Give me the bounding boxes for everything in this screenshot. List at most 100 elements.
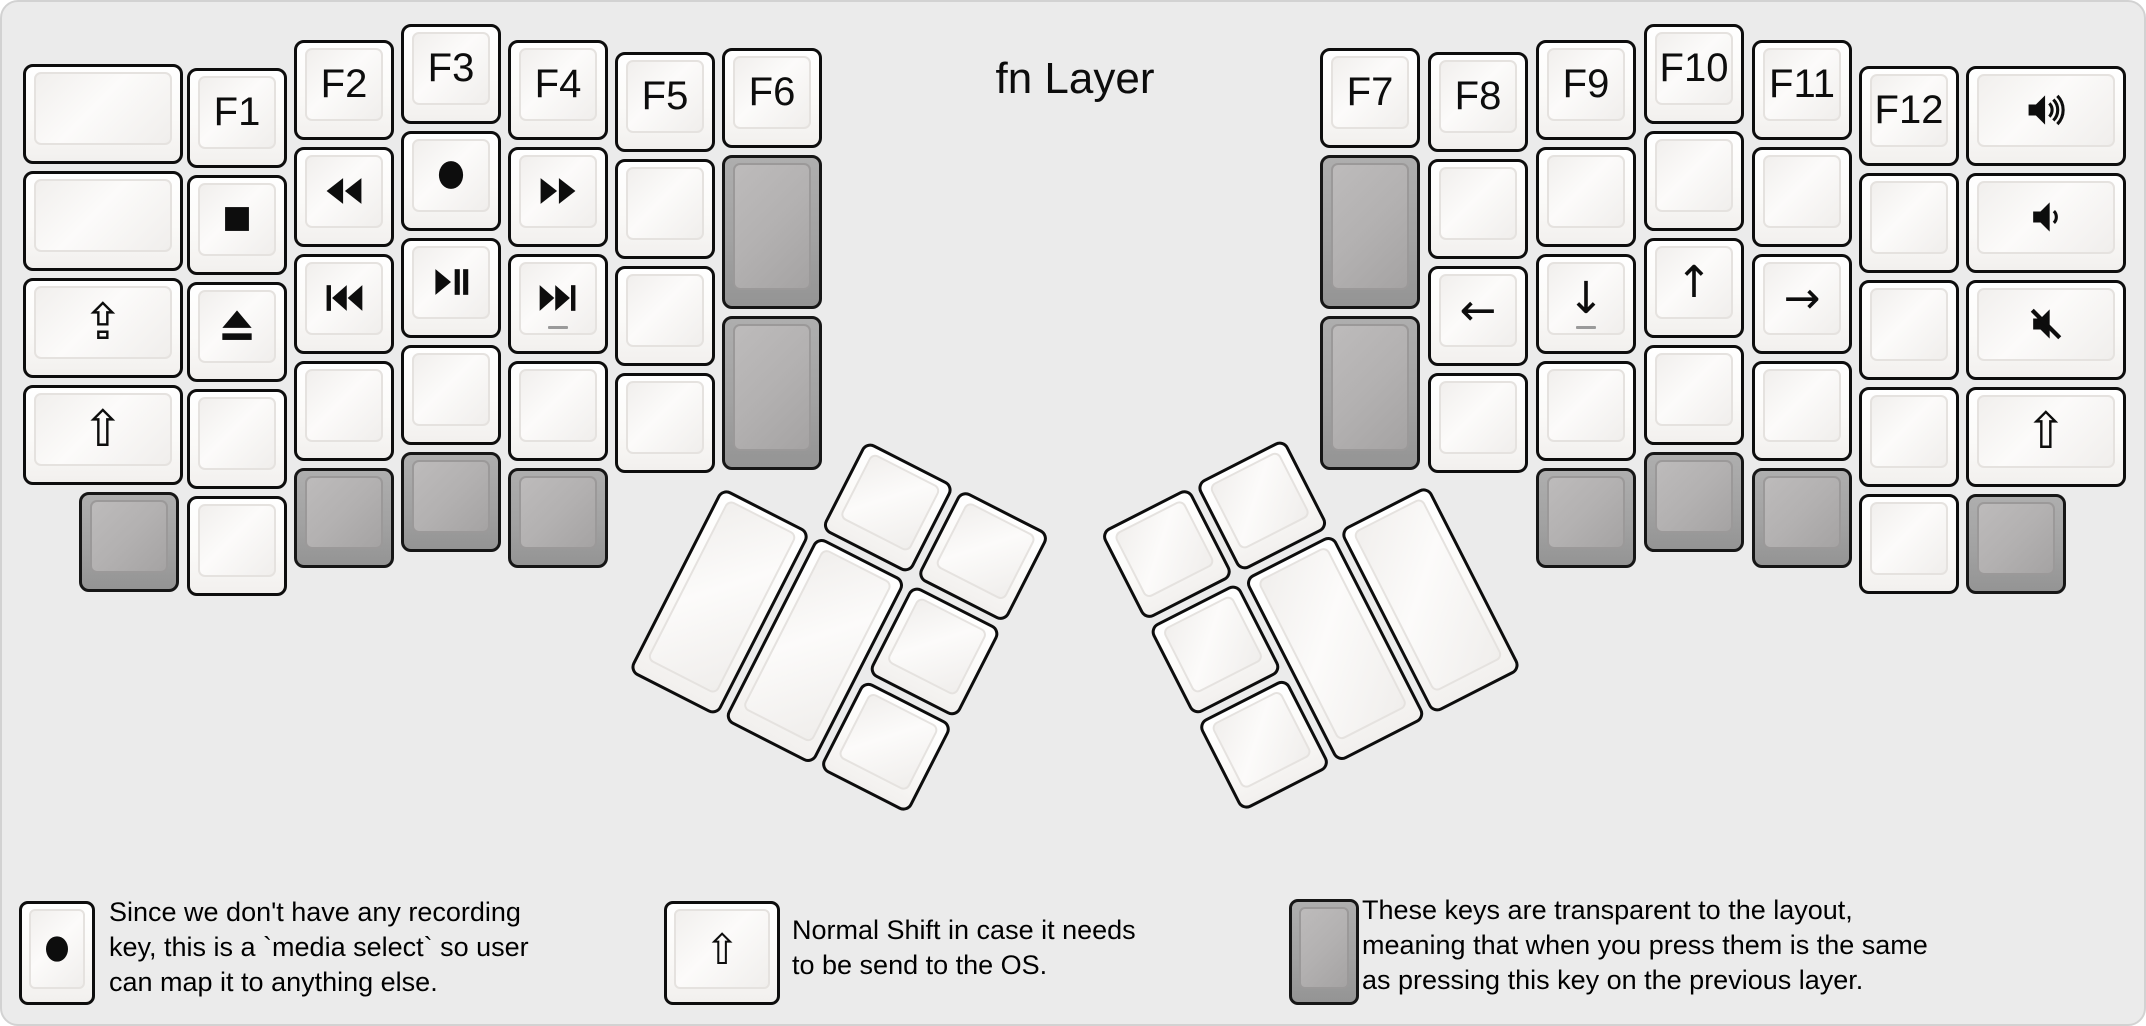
- key-fast-forward[interactable]: [508, 147, 608, 247]
- key-blank[interactable]: [1859, 173, 1959, 273]
- key-transparent[interactable]: [508, 468, 608, 568]
- legend-item-media-select: Since we don't have any recording key, t…: [19, 897, 659, 1011]
- key-label: F6: [748, 69, 796, 114]
- voldown-icon: [1969, 176, 2123, 258]
- key-media-select-record[interactable]: [401, 131, 501, 231]
- key-caps-lock[interactable]: ⇪: [23, 278, 183, 378]
- key-f5[interactable]: F5: [615, 52, 715, 152]
- key-f12[interactable]: F12: [1859, 66, 1959, 166]
- key-blank[interactable]: [187, 496, 287, 596]
- key-blank[interactable]: [187, 389, 287, 489]
- key-blank[interactable]: [615, 266, 715, 366]
- key-label: F4: [534, 61, 582, 106]
- key-label: F7: [1346, 69, 1394, 114]
- legend-text-transparent-keys: These keys are transparent to the layout…: [1362, 895, 1928, 995]
- key-blank[interactable]: [1859, 494, 1959, 594]
- layer-title: fn Layer: [995, 54, 1155, 103]
- key-label: F11: [1769, 61, 1835, 106]
- key-transparent[interactable]: [722, 316, 822, 470]
- key-transparent[interactable]: [722, 155, 822, 309]
- key-blank[interactable]: [401, 345, 501, 445]
- key-stop[interactable]: [187, 175, 287, 275]
- key-blank[interactable]: [615, 373, 715, 473]
- key-blank[interactable]: [1859, 280, 1959, 380]
- prev-icon: [297, 257, 391, 339]
- mute-icon: [1969, 283, 2123, 365]
- key-label: F8: [1454, 73, 1502, 118]
- key-label: →: [1783, 272, 1821, 324]
- key-play-pause[interactable]: [401, 238, 501, 338]
- key-f10[interactable]: F10: [1644, 24, 1744, 124]
- key-f11[interactable]: F11: [1752, 40, 1852, 140]
- eject-icon: [190, 285, 284, 367]
- key-blank[interactable]: [1859, 387, 1959, 487]
- key-blank[interactable]: [1644, 131, 1744, 231]
- key-label: F10: [1659, 45, 1729, 90]
- key-f4[interactable]: F4: [508, 40, 608, 140]
- key-transparent[interactable]: [401, 452, 501, 552]
- playpause-icon: [404, 241, 498, 323]
- key-blank[interactable]: [23, 171, 183, 271]
- legend-text-media-select: Since we don't have any recording key, t…: [109, 897, 529, 997]
- key-shift[interactable]: ⇧: [23, 385, 183, 485]
- legend-item-transparent-keys: These keys are transparent to the layout…: [1289, 895, 2139, 1009]
- key-shift[interactable]: ⇧: [1966, 387, 2126, 487]
- key-transparent[interactable]: [1536, 468, 1636, 568]
- key-f8[interactable]: F8: [1428, 52, 1528, 152]
- key-arrow-up[interactable]: ↑: [1644, 238, 1744, 338]
- key-transparent[interactable]: [294, 468, 394, 568]
- key-f6[interactable]: F6: [722, 48, 822, 148]
- key-rewind[interactable]: [294, 147, 394, 247]
- key-blank[interactable]: [1644, 345, 1744, 445]
- key-transparent[interactable]: [79, 492, 179, 592]
- key-arrow-right[interactable]: →: [1752, 254, 1852, 354]
- key-label: ←: [1459, 284, 1497, 336]
- key-blank[interactable]: [23, 64, 183, 164]
- key-f7[interactable]: F7: [1320, 48, 1420, 148]
- key-label: ⇧: [82, 400, 124, 458]
- key-label: ↑: [1675, 256, 1713, 308]
- key-arrow-left[interactable]: ←: [1428, 266, 1528, 366]
- next-icon: [511, 257, 605, 339]
- key-label: F9: [1562, 61, 1610, 106]
- record-icon: [404, 134, 498, 216]
- homing-dash: [548, 326, 568, 329]
- key-label: F5: [641, 73, 689, 118]
- key-volume-down[interactable]: [1966, 173, 2126, 273]
- key-volume-up[interactable]: [1966, 66, 2126, 166]
- key-f3[interactable]: F3: [401, 24, 501, 124]
- key-transparent[interactable]: [1320, 316, 1420, 470]
- key-f1[interactable]: F1: [187, 68, 287, 168]
- key-blank[interactable]: [294, 361, 394, 461]
- key-blank[interactable]: [1752, 361, 1852, 461]
- legend-item-normal-shift: ⇧ Normal Shift in case it needs to be se…: [664, 901, 1284, 1011]
- key-transparent[interactable]: [1966, 494, 2066, 594]
- key-eject[interactable]: [187, 282, 287, 382]
- key-prev-track[interactable]: [294, 254, 394, 354]
- key-f9[interactable]: F9: [1536, 40, 1636, 140]
- key-transparent[interactable]: [1644, 452, 1744, 552]
- key-blank[interactable]: [1752, 147, 1852, 247]
- key-f2[interactable]: F2: [294, 40, 394, 140]
- key-blank[interactable]: [1536, 147, 1636, 247]
- key-label: ⇪: [82, 293, 124, 351]
- key-label: ↓: [1567, 272, 1605, 324]
- rewind-icon: [297, 150, 391, 232]
- key-blank[interactable]: [1428, 373, 1528, 473]
- key-transparent[interactable]: [1320, 155, 1420, 309]
- key-next-track[interactable]: [508, 254, 608, 354]
- key-arrow-down[interactable]: ↓: [1536, 254, 1636, 354]
- legend-shift-key-icon: ⇧: [664, 901, 780, 1005]
- stop-icon: [190, 178, 284, 260]
- key-blank[interactable]: [615, 159, 715, 259]
- legend-record-key-icon: [19, 901, 95, 1005]
- homing-dash: [1576, 326, 1596, 329]
- key-label: F2: [320, 61, 368, 106]
- key-label: F12: [1874, 87, 1944, 132]
- key-mute[interactable]: [1966, 280, 2126, 380]
- key-blank[interactable]: [1428, 159, 1528, 259]
- key-blank[interactable]: [1536, 361, 1636, 461]
- key-blank[interactable]: [508, 361, 608, 461]
- key-transparent[interactable]: [1752, 468, 1852, 568]
